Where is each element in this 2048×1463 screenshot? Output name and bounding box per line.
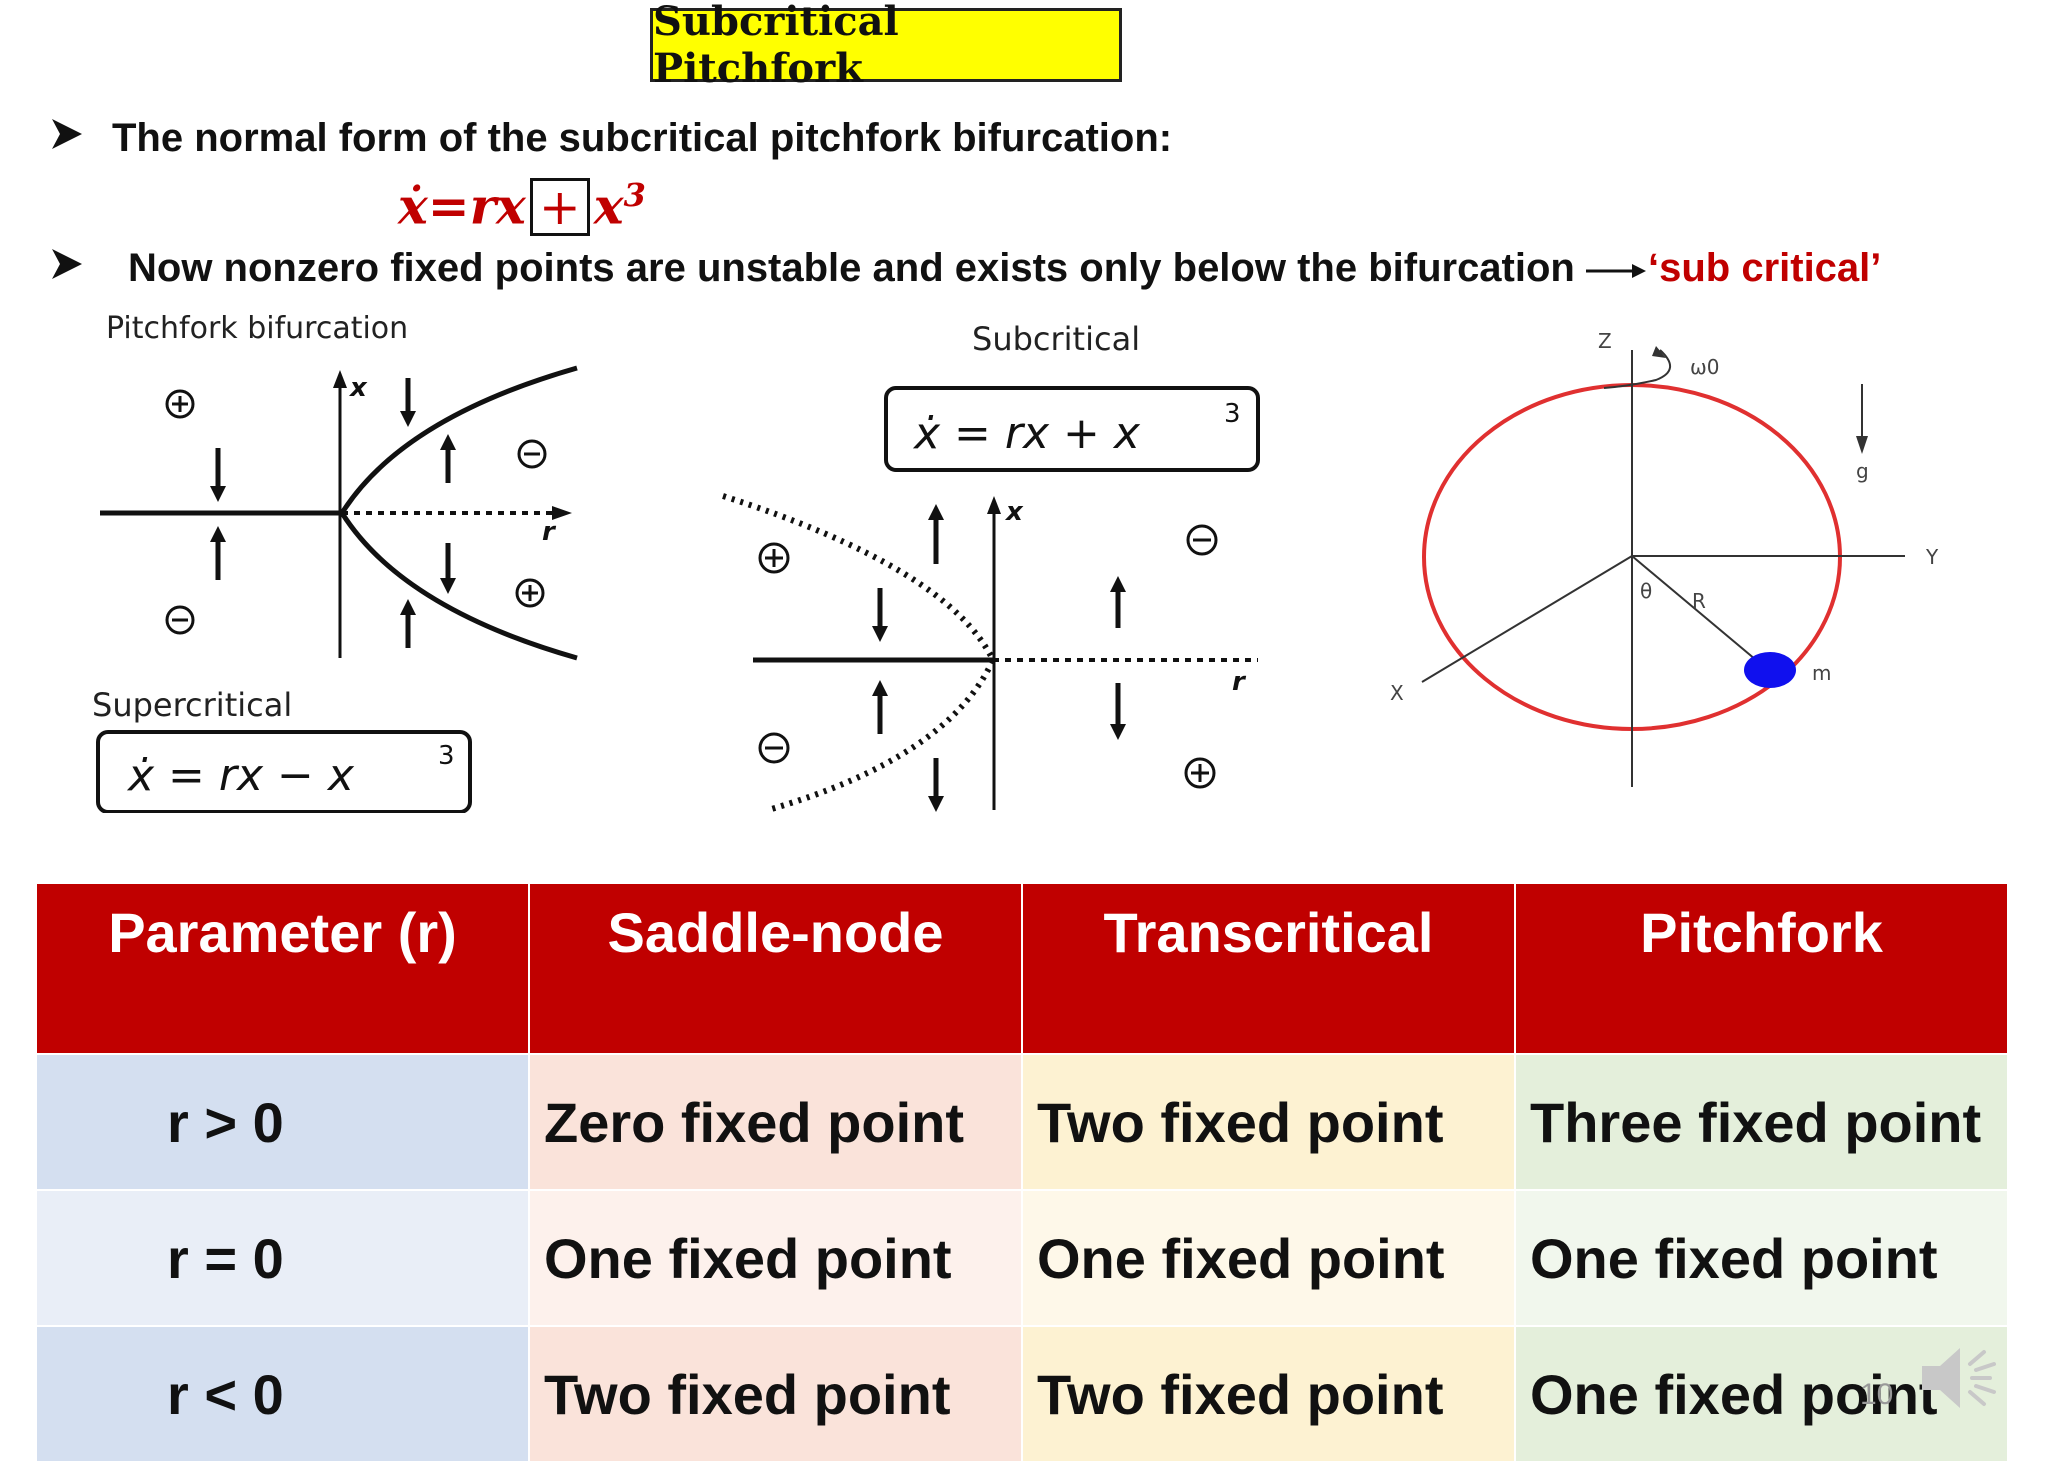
z-label: Z [1598, 329, 1612, 353]
bullet-subcritical: Now nonzero fixed points are unstable an… [50, 246, 1881, 291]
supercritical-diagram: Pitchfork bifurcation Supercritical x r … [92, 311, 578, 813]
middle-equation-box [884, 386, 1260, 472]
stable-parabola [339, 365, 578, 661]
left-equation: ẋ = rx − x [126, 750, 355, 801]
cell-saddle-node: Zero fixed point [528, 1053, 1023, 1191]
x-axis [1421, 555, 1633, 683]
left-x-label: x [348, 373, 368, 403]
x-axis-arrow-icon [333, 370, 347, 388]
x-axis-arrow-icon [987, 496, 1001, 514]
g-label: g [1856, 459, 1869, 483]
middle-equation: ẋ = rx + x [912, 408, 1141, 459]
rotation-arrow-icon [1603, 349, 1671, 389]
middle-x-label: x [1004, 497, 1024, 527]
subcritical-diagram: Subcritical ẋ = rx + x 3 x r [722, 320, 1260, 813]
middle-r-label: r [1232, 667, 1247, 697]
cell-param: r = 0 [35, 1189, 530, 1327]
x-label: X [1390, 681, 1404, 705]
left-equation-box [96, 730, 472, 813]
cell-pitchfork: Three fixed point [1514, 1053, 2009, 1191]
cell-param: r > 0 [35, 1053, 530, 1191]
bifurcation-comparison-table: Parameter (r) Saddle-node Transcritical … [35, 882, 2009, 1463]
cell-transcritical: Two fixed point [1021, 1325, 1516, 1463]
theta-label: θ [1640, 579, 1652, 603]
y-label: Y [1925, 545, 1939, 569]
cell-saddle-node: Two fixed point [528, 1325, 1023, 1463]
bullet-normal-form: The normal form of the subcritical pitch… [50, 116, 1172, 161]
rotating-hoop-diagram: Z ω0 g Y θ R m X [1360, 322, 2010, 812]
bead-mass [1744, 652, 1796, 688]
table-header-row: Parameter (r) Saddle-node Transcritical … [35, 882, 2009, 1055]
radius-line [1631, 555, 1769, 671]
slide-title: Subcritical Pitchfork [650, 0, 1122, 92]
left-heading: Pitchfork bifurcation [106, 311, 408, 346]
minus-circle-icon [517, 439, 547, 469]
arrow-bullet-icon [50, 116, 90, 161]
cell-transcritical: Two fixed point [1021, 1053, 1516, 1191]
speaker-icon[interactable] [1918, 1340, 2004, 1416]
equation-rhs: x [593, 176, 624, 236]
plus-circle-icon [1184, 757, 1216, 789]
r-radius-label: R [1692, 589, 1706, 613]
plus-circle-icon [165, 389, 195, 419]
normal-form-equation: ẋ=rx+x3 [398, 176, 646, 236]
middle-heading: Subcritical [972, 320, 1140, 358]
minus-circle-icon [165, 605, 195, 635]
minus-circle-icon [1186, 524, 1218, 556]
header-pitchfork: Pitchfork [1514, 882, 2009, 1055]
cell-pitchfork: One fixed point [1514, 1189, 2009, 1327]
minus-circle-icon [758, 732, 790, 764]
cell-pitchfork: One fixed point [1514, 1325, 2009, 1463]
header-parameter: Parameter (r) [35, 882, 530, 1055]
middle-equation-exp: 3 [1224, 399, 1241, 429]
header-transcritical: Transcritical [1021, 882, 1516, 1055]
arrow-bullet-icon [50, 246, 90, 291]
bullet-normal-form-text: The normal form of the subcritical pitch… [112, 116, 1173, 160]
mass-label: m [1812, 661, 1831, 685]
omega-label: ω0 [1690, 355, 1719, 379]
subcritical-quote: ‘sub critical’ [1647, 246, 1882, 290]
plus-circle-icon [515, 578, 545, 608]
left-r-label: r [542, 517, 557, 547]
header-saddle-node: Saddle-node [528, 882, 1023, 1055]
equation-exponent: 3 [623, 176, 646, 214]
cell-transcritical: One fixed point [1021, 1189, 1516, 1327]
bullet-subcritical-text: Now nonzero fixed points are unstable an… [128, 246, 1575, 290]
right-arrow-icon [1585, 246, 1648, 291]
slide-number: 10 [1860, 1378, 1894, 1411]
cell-saddle-node: One fixed point [528, 1189, 1023, 1327]
r-axis-arrow-icon [552, 506, 572, 520]
unstable-parabola [722, 493, 997, 813]
equation-lhs: ẋ=rx [398, 176, 526, 236]
left-subheading: Supercritical [92, 686, 292, 724]
equation-plus-boxed: + [529, 177, 590, 236]
cell-param: r < 0 [35, 1325, 530, 1463]
left-equation-exp: 3 [438, 741, 455, 771]
plus-circle-icon [758, 542, 790, 574]
